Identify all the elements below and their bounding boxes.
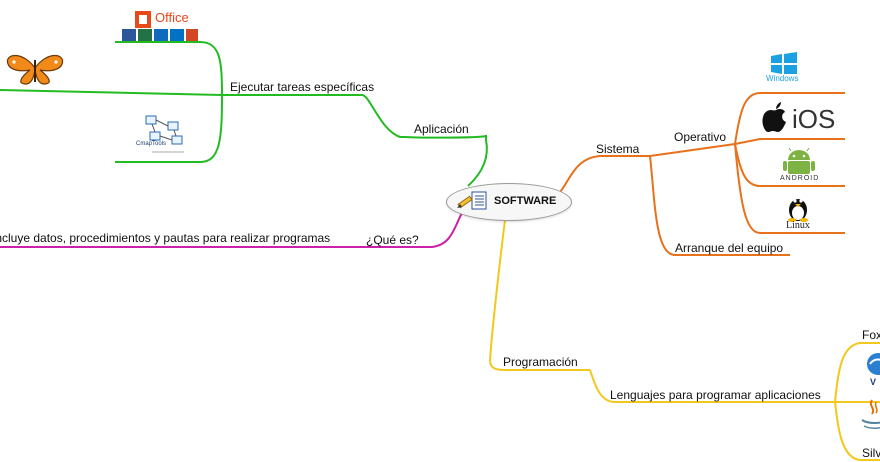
connector-lenguajes	[589, 369, 835, 403]
connector-fox	[834, 342, 880, 403]
windows-logo: Windows	[764, 52, 804, 84]
butterfly-image	[6, 54, 64, 85]
pencil-document-icon	[457, 191, 487, 210]
connector-ios	[734, 138, 845, 145]
node-lenguajes[interactable]: Lenguajes para programar aplicaciones	[610, 388, 821, 402]
android-logo: ANDROID	[778, 148, 820, 184]
node-sistema[interactable]: Sistema	[596, 142, 640, 156]
office-text: Office	[155, 10, 189, 25]
connector-que-es	[0, 212, 463, 248]
cmaptools-logo: CmapTools	[134, 114, 194, 160]
connector-office	[115, 41, 223, 96]
node-ejecutar-tareas[interactable]: Ejecutar tareas específicas	[230, 80, 375, 94]
linux-text: Linux	[786, 220, 810, 231]
node-aplicacion[interactable]: Aplicación	[414, 122, 469, 136]
connector-linux	[734, 143, 845, 234]
linux-tux-logo: Linux	[780, 194, 820, 232]
svg-text:V: V	[870, 377, 876, 386]
connector-cmap	[115, 94, 223, 163]
node-definicion[interactable]: Incluye datos, procedimientos y pautas p…	[0, 231, 331, 245]
java-logo	[861, 399, 880, 429]
node-arranque[interactable]: Arranque del equipo	[675, 241, 784, 255]
node-operativo[interactable]: Operativo	[674, 130, 727, 144]
connector-operativo	[649, 143, 736, 157]
node-programacion[interactable]: Programación	[503, 355, 578, 369]
connector-programacion	[488, 219, 590, 371]
node-silv[interactable]: Silv	[862, 446, 880, 460]
connector-windows	[734, 92, 845, 145]
connector-aplicacion	[404, 134, 488, 187]
central-label: SOFTWARE	[494, 195, 557, 207]
windows-text: Windows	[766, 74, 799, 83]
apple-ios-logo: iOS	[762, 100, 836, 136]
node-que-es[interactable]: ¿Qué es?	[366, 233, 419, 247]
office-logo: Office	[122, 8, 207, 42]
node-fox[interactable]: Fox	[862, 328, 880, 342]
connector-arranque	[649, 155, 790, 256]
android-text: ANDROID	[780, 175, 820, 182]
cmaptools-text: CmapTools	[136, 141, 167, 147]
connector-silv	[834, 401, 880, 461]
connector-sistema	[559, 155, 650, 193]
visual-studio-logo: V	[867, 353, 880, 386]
ios-text: iOS	[792, 104, 836, 134]
connector-ejecutar	[0, 89, 405, 138]
